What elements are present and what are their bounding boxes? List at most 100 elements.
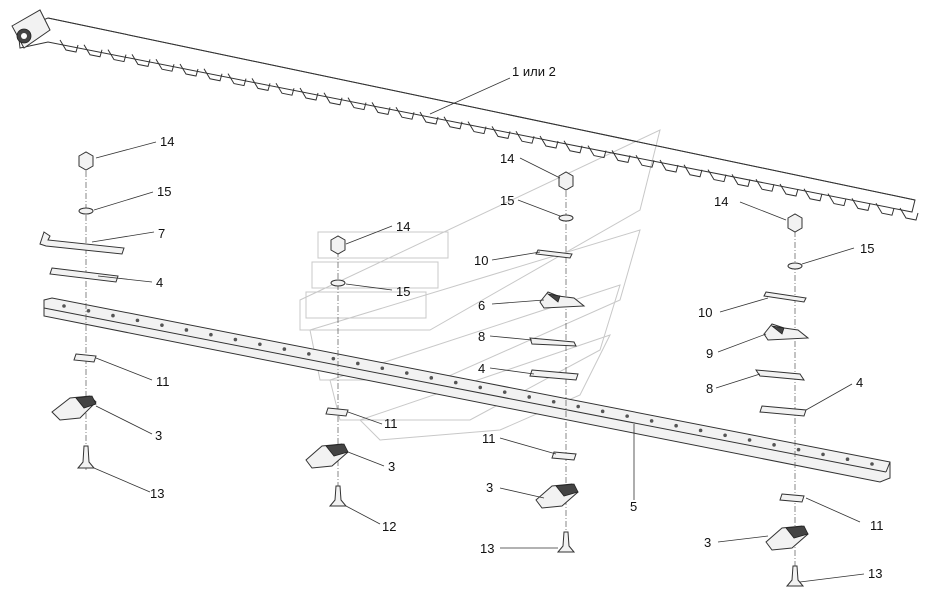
bar-hole	[356, 361, 360, 366]
bar-hole	[576, 404, 580, 409]
bar-hole	[600, 409, 605, 414]
blade-tooth	[59, 39, 79, 53]
blade-tooth	[635, 154, 655, 168]
fastener-stack-middle-left	[305, 235, 349, 507]
bar-hole	[772, 443, 776, 447]
callout-6: 6	[478, 298, 485, 313]
bar-hole	[870, 462, 874, 466]
callout-15: 15	[396, 284, 410, 299]
callout-15: 15	[500, 193, 514, 208]
bar-hole	[527, 395, 532, 399]
bar-hole	[698, 428, 703, 433]
bolt-part	[556, 531, 576, 553]
nut-part	[787, 213, 803, 233]
blade-tooth	[347, 97, 367, 111]
blade-tooth	[875, 202, 895, 216]
blade-tooth	[299, 87, 319, 101]
blade-tooth	[371, 102, 391, 115]
clip-part	[763, 323, 810, 341]
nut-part	[78, 151, 94, 171]
callout-9: 9	[706, 346, 713, 361]
plate-part	[535, 249, 573, 259]
blade-tooth	[707, 169, 727, 183]
bar-hole	[845, 457, 850, 462]
bracket-part	[755, 369, 805, 381]
callout-14: 14	[714, 194, 728, 209]
bolt-part	[76, 445, 96, 469]
bar-hole	[551, 399, 556, 404]
bar-hole	[453, 380, 458, 385]
bar-hole	[747, 438, 752, 442]
bar-hole	[723, 433, 727, 438]
blade-tooth	[899, 207, 919, 221]
bar-hole	[209, 332, 213, 337]
blade-tooth	[179, 63, 199, 77]
callout-11: 11	[482, 431, 496, 446]
callout-13: 13	[868, 566, 882, 581]
bolt-part	[328, 485, 348, 507]
nut-part	[330, 235, 346, 255]
blade-tooth	[779, 183, 799, 197]
blade-tooth	[539, 135, 559, 149]
callout-10: 10	[698, 305, 712, 320]
callout-13: 13	[150, 486, 164, 501]
bolt-part	[785, 565, 805, 587]
washer-part	[558, 214, 574, 222]
fastener-stack-right	[755, 213, 810, 587]
nut-part	[558, 171, 574, 191]
callout-11: 11	[384, 416, 398, 431]
blade-tooth	[395, 106, 415, 120]
bar-hole	[821, 452, 825, 457]
callout-10: 10	[474, 253, 488, 268]
callout-labels: 1 или 2 14 15 7 4 11 3 13 14 15 11 3 12 …	[150, 64, 884, 581]
blade-tooth	[587, 145, 607, 159]
blade-tooth	[827, 193, 847, 207]
callout-4: 4	[856, 375, 863, 390]
callout-8: 8	[478, 329, 485, 344]
strip-part	[49, 267, 119, 283]
bar-hole	[233, 337, 238, 342]
blade-tooth	[659, 159, 679, 173]
bar-hole	[307, 352, 311, 356]
bar-hole	[86, 308, 91, 313]
blade-tooth	[515, 130, 535, 144]
blade-tooth	[251, 78, 271, 91]
blade-tooth	[683, 164, 703, 178]
knife-blade-part	[11, 9, 919, 221]
blade-tooth	[803, 188, 823, 202]
blade-tooth	[467, 121, 487, 135]
blade-tooth	[323, 92, 343, 106]
blade-tooth	[419, 111, 439, 125]
bar-hole	[135, 318, 140, 323]
blade-tooth	[491, 126, 511, 139]
bar-hole	[429, 376, 434, 380]
shim-part	[779, 493, 805, 503]
callout-3: 3	[388, 459, 395, 474]
blade-tooth	[203, 68, 223, 82]
bracket-part	[529, 337, 577, 347]
bar-hole	[674, 423, 678, 428]
callout-3: 3	[155, 428, 162, 443]
bar-hole	[404, 371, 409, 375]
bar-hole	[111, 313, 115, 318]
callout-14: 14	[160, 134, 174, 149]
callout-11: 11	[870, 518, 884, 533]
strip-part	[759, 405, 807, 417]
callout-1-or-2: 1 или 2	[512, 64, 556, 79]
callout-3: 3	[704, 535, 711, 550]
callout-15: 15	[860, 241, 874, 256]
callout-11: 11	[156, 374, 170, 389]
callout-15: 15	[157, 184, 171, 199]
bar-hole	[331, 356, 336, 361]
bar-hole	[282, 347, 287, 351]
blade-tooth	[275, 82, 295, 96]
washer-part	[787, 262, 803, 270]
blade-tooth	[131, 54, 151, 67]
callout-8: 8	[706, 381, 713, 396]
bar-hole	[184, 328, 189, 332]
fastener-stack-middle-right	[529, 171, 586, 553]
bar-hole	[478, 385, 483, 390]
plate-part	[39, 231, 125, 255]
callout-13: 13	[480, 541, 494, 556]
